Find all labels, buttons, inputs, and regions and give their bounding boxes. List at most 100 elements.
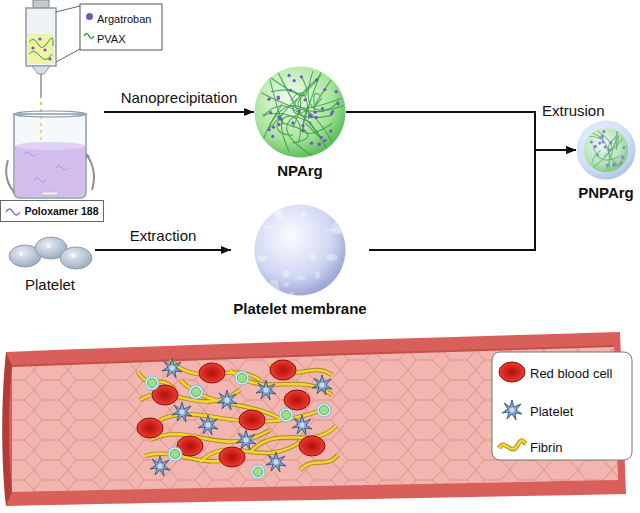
sphere-graphic-part-part — [277, 97, 280, 100]
legend-entry: Argatroban — [97, 9, 151, 27]
sphere-graphic-part-part — [268, 128, 271, 131]
sphere-graphic-part-part — [291, 121, 294, 124]
sphere-graphic-part-part — [278, 123, 281, 126]
sphere-graphic-part-part — [288, 292, 294, 296]
sphere-graphic-part-part — [301, 129, 304, 132]
sphere-graphic-part-part — [314, 111, 317, 114]
vessel-legend-box-part — [499, 362, 525, 382]
legend-swatch — [86, 13, 93, 20]
platelet-graphic-part — [71, 254, 75, 258]
sphere-graphic-part-part — [283, 270, 290, 277]
flow-arrow — [369, 150, 576, 250]
beaker-graphic — [0, 108, 100, 200]
thrombus-part — [219, 447, 245, 467]
reagent-row: Poloxamer 188 — [0, 200, 104, 222]
thrombus-part — [172, 402, 192, 422]
sphere-graphic-part-part — [330, 112, 333, 115]
thrombus-part — [145, 376, 159, 390]
syringe-part — [43, 48, 46, 51]
sphere-graphic-part — [261, 68, 343, 157]
sphere-graphic-part-part — [257, 256, 267, 262]
legend-label: Red blood cell — [530, 366, 612, 381]
thrombus-part — [236, 430, 256, 450]
syringe-part — [33, 0, 49, 8]
node-text: PNPArg — [578, 184, 634, 202]
polymer-squiggle — [5, 207, 21, 217]
sphere-graphic-part-part — [256, 208, 266, 214]
sphere-graphic-part-part — [301, 124, 304, 127]
sphere-graphic-part-part — [269, 111, 272, 114]
thrombus-part — [217, 390, 237, 410]
beaker-node: Poloxamer 188 — [0, 108, 104, 222]
platelet-node: Platelet — [5, 232, 95, 294]
sphere-graphic-part-part — [318, 143, 321, 146]
syringe-callout-part — [84, 34, 94, 39]
sphere-graphic-part-part — [323, 88, 326, 91]
syringe-callout — [56, 4, 162, 62]
sphere-graphic-part-part — [323, 139, 326, 142]
thrombus — [137, 358, 338, 479]
sphere-graphic-part-part — [314, 93, 320, 111]
sphere-graphic-part-part — [338, 226, 346, 234]
node-text: Poloxamer 188 — [24, 205, 98, 219]
node-text: Platelet — [25, 276, 75, 294]
sphere-graphic-part-part — [335, 90, 338, 93]
flow-arrow — [104, 111, 254, 113]
sphere-graphic — [254, 204, 346, 296]
sphere-graphic-part — [255, 205, 346, 296]
sphere-graphic-part — [255, 67, 346, 158]
sphere-graphic-part-part — [271, 209, 282, 214]
thrombus-part — [235, 371, 249, 385]
thrombus-part — [251, 465, 265, 479]
sphere-graphic-part-part — [301, 211, 307, 217]
platelet-label: Platelet — [5, 276, 95, 294]
platelet-graphic-part — [19, 252, 23, 256]
sphere-graphic-part-part — [337, 102, 340, 105]
edge-label-patch: Extraction — [128, 227, 199, 245]
vessel-legend-box-part — [502, 400, 522, 420]
sphere-graphic-part-part — [267, 98, 270, 101]
sphere-graphic-part-part — [297, 276, 306, 280]
sphere-graphic-part-part — [315, 80, 331, 105]
sphere-graphic-part-part — [318, 143, 321, 146]
beaker-graphic-part — [14, 114, 86, 198]
sphere-graphic — [576, 120, 636, 180]
thrombus-part — [279, 408, 293, 422]
thrombus-part — [168, 447, 182, 461]
syringe-callout-part — [56, 49, 80, 62]
sphere-graphic-part-part — [272, 126, 275, 129]
sphere-graphic-part-part — [320, 136, 323, 139]
sphere-graphic-part-part — [266, 74, 307, 95]
legend-entry: Platelet — [530, 402, 573, 420]
membrane-node: Platelet membrane — [231, 204, 369, 318]
thrombus-part — [137, 418, 163, 438]
sphere-graphic-part — [577, 121, 636, 180]
thrombus-part — [239, 410, 265, 430]
sphere-graphic-part-part — [326, 254, 338, 261]
legend-label: Argatroban — [97, 13, 151, 25]
sphere-graphic-part-part — [288, 74, 291, 77]
sphere-graphic-part-part — [263, 106, 328, 151]
syringe-callout-part — [56, 6, 80, 12]
vessel-legend-box-part — [499, 440, 526, 449]
sphere-graphic-part-part — [311, 204, 319, 208]
edge-label: Extraction — [130, 227, 197, 244]
edge-label-patch: Nanoprecipitation — [119, 89, 240, 107]
sphere-graphic-part-part — [315, 116, 318, 119]
sphere-graphic-part-part — [289, 89, 292, 92]
legend-entry: PVAX — [97, 29, 126, 47]
nanoparticle-node: NPArg — [254, 66, 346, 180]
polymer-squiggle-part — [6, 209, 20, 215]
thrombus-part — [292, 415, 312, 435]
coated-nanoparticle-node: PNPArg — [576, 120, 636, 202]
sphere-graphic — [254, 66, 346, 158]
thrombus-part — [312, 375, 332, 395]
syringe-part — [32, 66, 50, 74]
sphere-graphic-part-part — [275, 286, 279, 293]
syringe-part — [31, 46, 34, 49]
legend-entry: Red blood cell — [530, 364, 612, 382]
thrombus-part — [299, 436, 325, 456]
legend-label: Platelet — [530, 404, 573, 419]
sphere-graphic-part-part — [287, 111, 314, 157]
thrombus-part — [266, 452, 286, 472]
